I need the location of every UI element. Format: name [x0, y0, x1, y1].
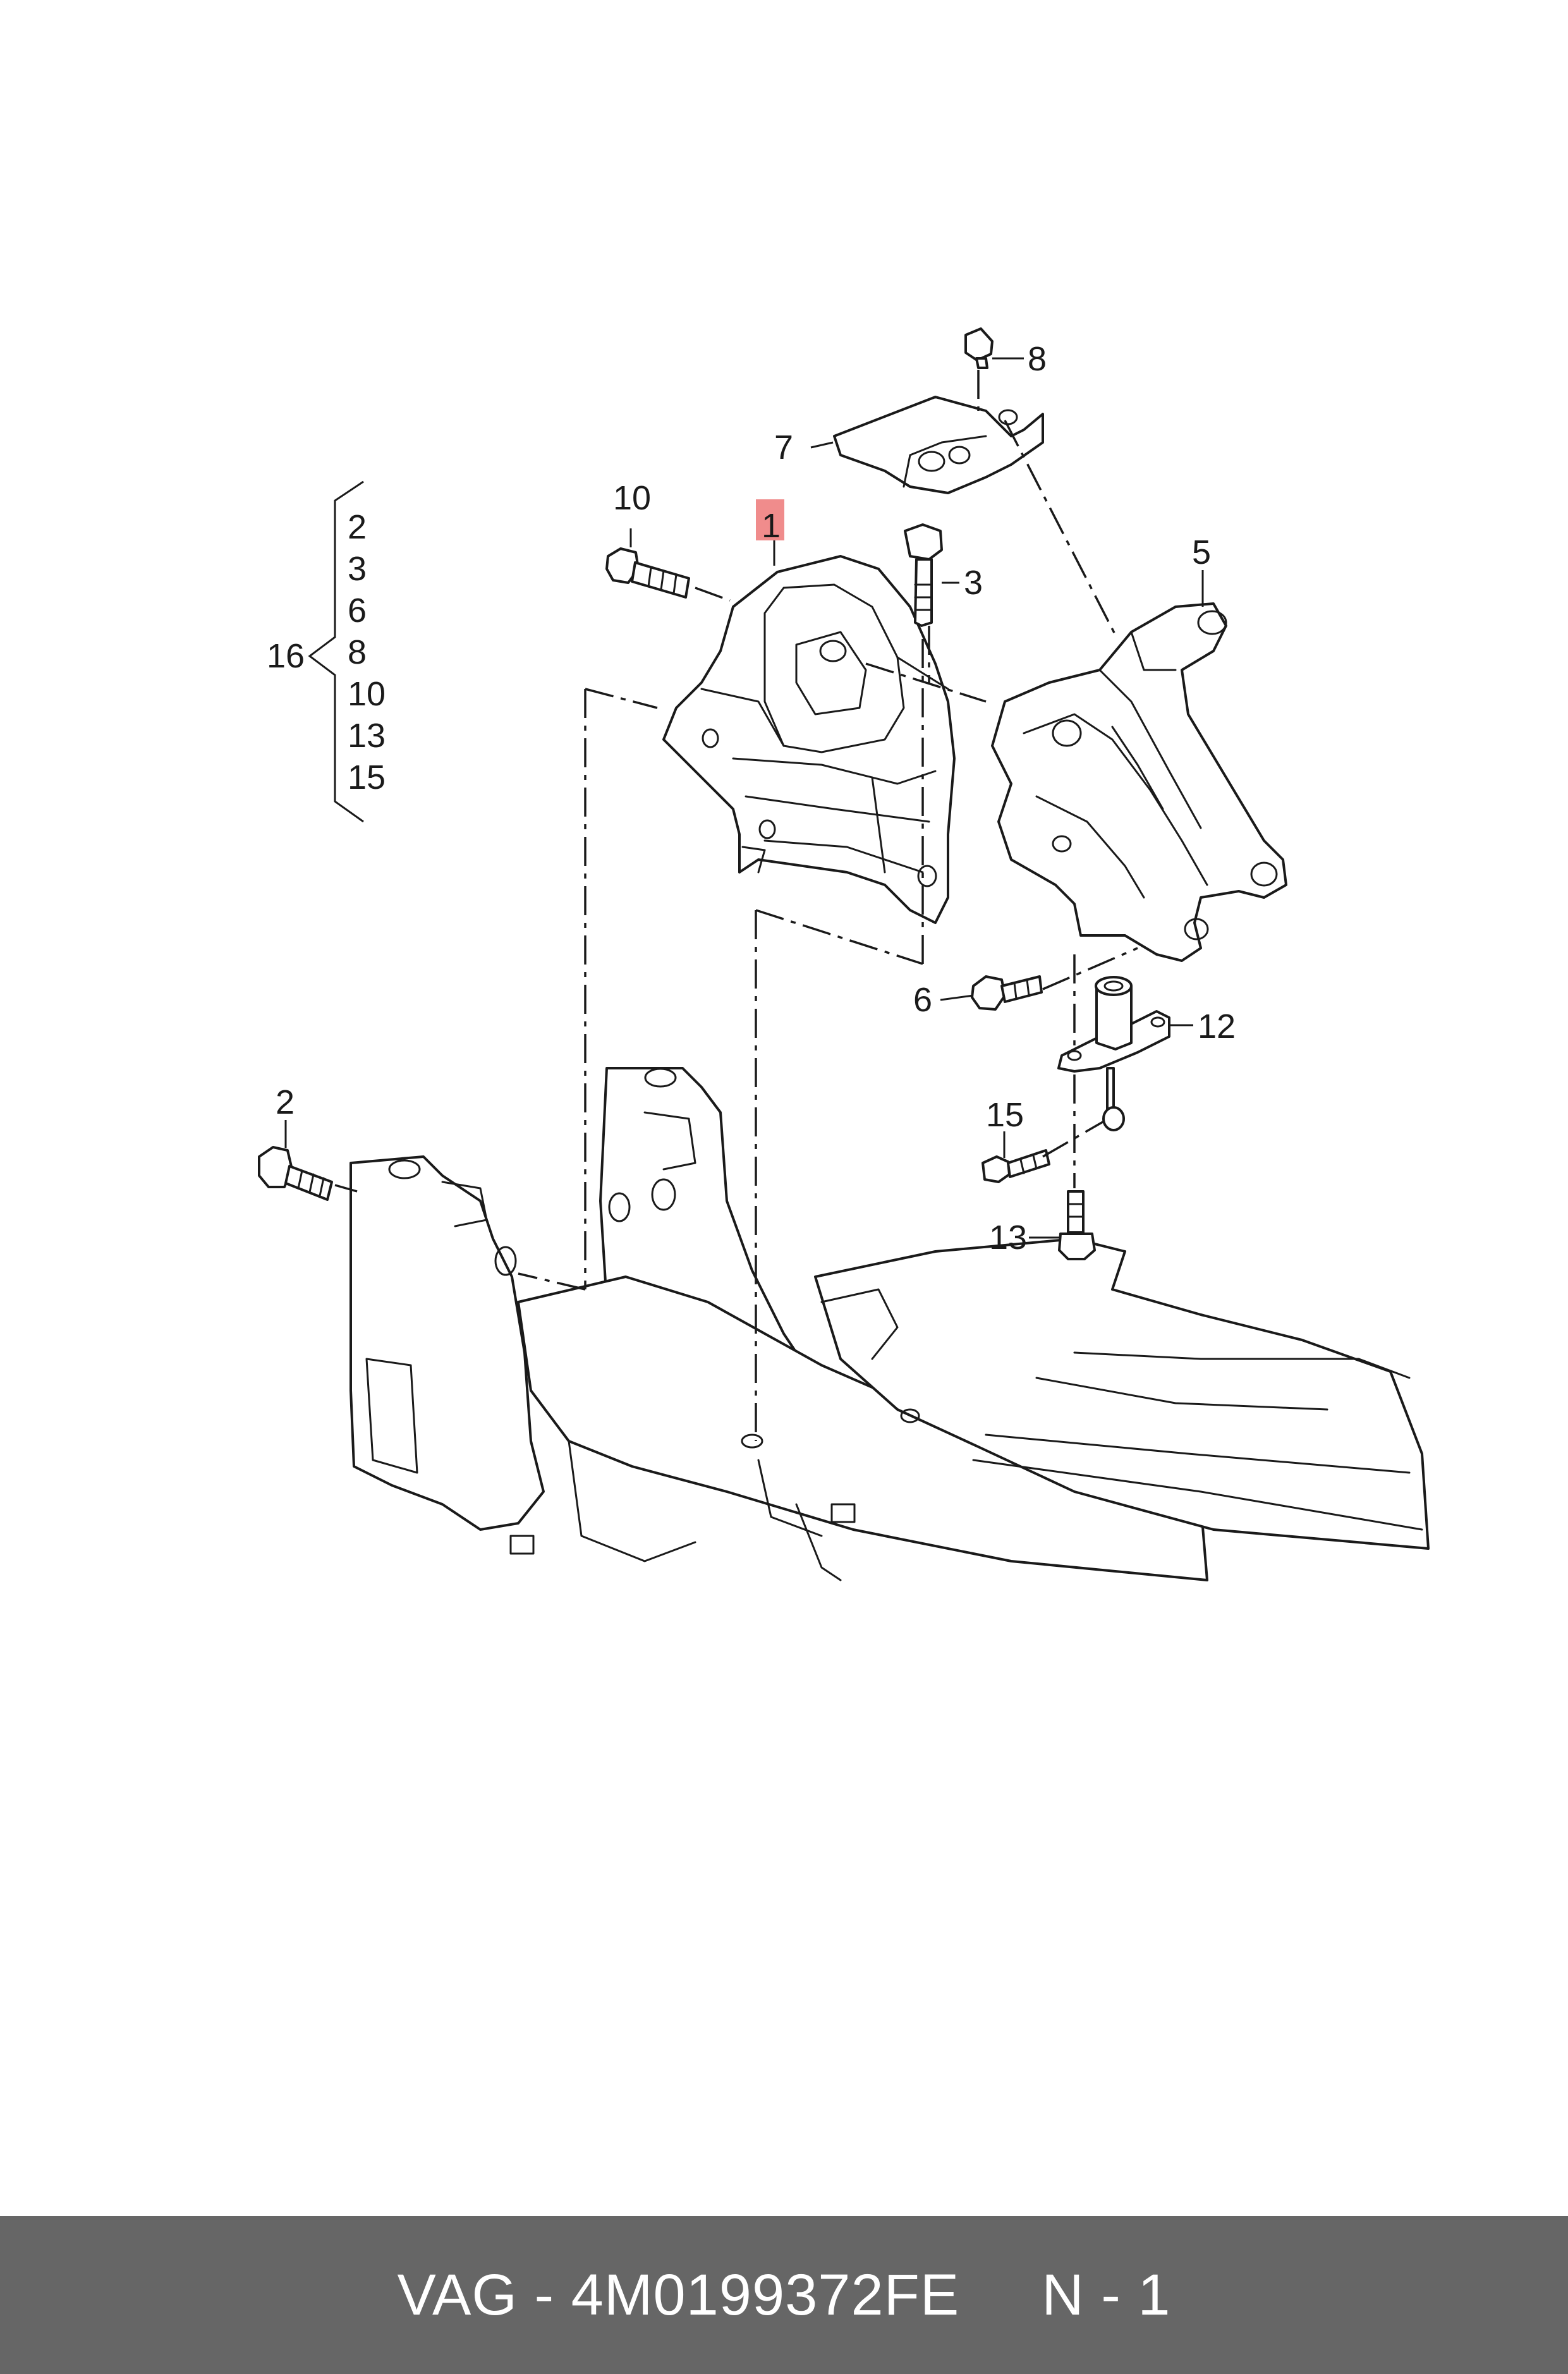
bolt-part-8 [964, 327, 994, 369]
page-indicator: N - 1 [1042, 2262, 1171, 2327]
kit-item: 8 [348, 633, 367, 671]
callout-2: 2 [276, 1083, 295, 1121]
callout-5: 5 [1192, 533, 1211, 571]
assembly-lines [334, 370, 1138, 1441]
sleeve-part-12 [1057, 976, 1170, 1073]
callout-13: 13 [989, 1219, 1027, 1257]
callout-7: 7 [774, 429, 793, 466]
kit-item: 6 [348, 592, 367, 630]
kit-bracket [308, 480, 364, 823]
bolt-part-10 [605, 547, 690, 599]
callout-6: 6 [913, 981, 932, 1019]
parts-diagram: 1 8 7 10 3 5 6 12 15 13 2 16 2 3 6 8 10 … [258, 327, 1430, 1581]
kit-item: 3 [348, 550, 367, 588]
callout-15: 15 [986, 1096, 1024, 1134]
callout-3: 3 [964, 564, 983, 602]
callout-8: 8 [1028, 340, 1047, 378]
kit-item: 13 [348, 717, 386, 755]
bolt-part-2 [258, 1146, 333, 1201]
bracket-part-5 [991, 602, 1287, 962]
kit-item: 2 [348, 508, 367, 546]
part-number: VAG - 4M0199372FE [397, 2262, 960, 2327]
footer-bar: VAG - 4M0199372FE N - 1 [0, 2216, 1568, 2374]
cover-part-7 [833, 396, 1044, 494]
callout-12: 12 [1198, 1007, 1236, 1045]
subframe [349, 1067, 1430, 1581]
highlight-part-1 [756, 499, 784, 540]
bolt-part-6 [971, 975, 1043, 1011]
kit-item: 10 [348, 675, 386, 713]
callout-10: 10 [613, 479, 651, 517]
callout-labels: 1 8 7 10 3 5 6 12 15 13 2 16 2 3 6 8 10 … [267, 340, 1236, 1257]
bolt-part-15 [982, 1149, 1050, 1183]
kit-label-16: 16 [267, 637, 305, 675]
engine-mount-part-1 [662, 555, 956, 924]
bolt-part-3 [904, 523, 943, 627]
stud-link [1102, 1067, 1125, 1131]
callout-1: 1 [762, 507, 781, 545]
bolt-part-13 [1058, 1190, 1096, 1260]
leader-lines [284, 357, 1204, 1239]
kit-item: 15 [348, 758, 386, 796]
